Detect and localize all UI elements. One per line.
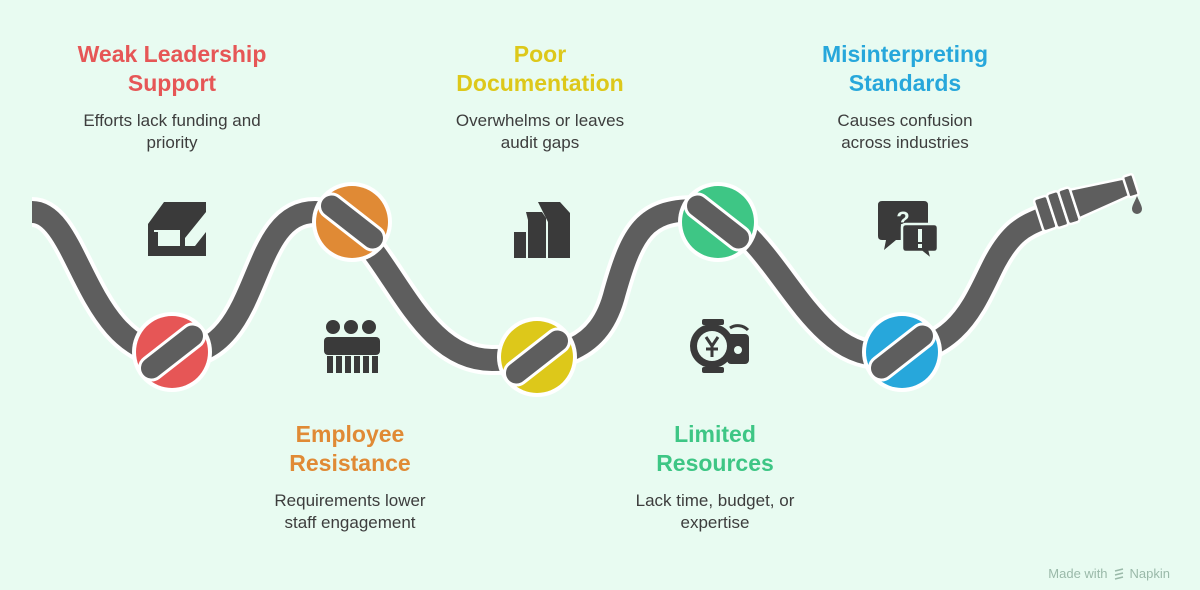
knot-weak-leadership bbox=[132, 312, 212, 392]
item-title: Employee Resistance bbox=[245, 420, 455, 478]
description-line: audit gaps bbox=[500, 133, 580, 152]
hose-nozzle bbox=[1032, 172, 1140, 233]
knot-limited-resources bbox=[678, 182, 758, 262]
people-group-icon bbox=[324, 320, 380, 373]
title-line: Documentation bbox=[456, 70, 624, 96]
description-line: priority bbox=[146, 133, 198, 152]
title-line: Resources bbox=[656, 450, 774, 476]
item-description: Lack time, budget, or expertise bbox=[600, 490, 830, 534]
made-with-napkin-credit[interactable]: Made with Napkin bbox=[1048, 566, 1170, 581]
napkin-brand: Napkin bbox=[1129, 566, 1170, 581]
title-line: Weak Leadership bbox=[77, 41, 267, 67]
description-line: Efforts lack funding and bbox=[83, 111, 261, 130]
water-drop bbox=[1132, 196, 1142, 214]
item-employee-resistance: Employee Resistance Requirements lower s… bbox=[245, 420, 455, 534]
item-description: Causes confusion across industries bbox=[790, 110, 1020, 154]
item-title: Misinterpreting Standards bbox=[790, 40, 1020, 98]
title-line: Employee bbox=[295, 421, 405, 447]
title-line: Misinterpreting bbox=[821, 41, 989, 67]
description-line: Requirements lower bbox=[274, 491, 426, 510]
description-line: across industries bbox=[841, 133, 969, 152]
tray-icon bbox=[148, 202, 206, 256]
question-exclamation-chat-icon: ? bbox=[878, 201, 940, 264]
item-title: Poor Documentation bbox=[420, 40, 660, 98]
item-description: Requirements lower staff engagement bbox=[245, 490, 455, 534]
item-description: Overwhelms or leaves audit gaps bbox=[420, 110, 660, 154]
title-line: Poor bbox=[513, 41, 567, 67]
description-line: Lack time, budget, or bbox=[635, 491, 795, 510]
title-line: Standards bbox=[848, 70, 962, 96]
item-weak-leadership: Weak Leadership Support Efforts lack fun… bbox=[52, 40, 292, 154]
stacked-documents-icon bbox=[514, 202, 570, 258]
title-line: Resistance bbox=[289, 450, 411, 476]
item-title: Limited Resources bbox=[600, 420, 830, 478]
description-line: Causes confusion bbox=[837, 111, 973, 130]
description-line: expertise bbox=[680, 513, 750, 532]
knot-poor-documentation bbox=[497, 317, 577, 397]
item-poor-documentation: Poor Documentation Overwhelms or leaves … bbox=[420, 40, 660, 154]
description-line: Overwhelms or leaves bbox=[455, 111, 625, 130]
title-line: Support bbox=[127, 70, 217, 96]
item-limited-resources: Limited Resources Lack time, budget, or … bbox=[600, 420, 830, 534]
description-line: staff engagement bbox=[284, 513, 416, 532]
knot-employee-resistance bbox=[312, 182, 392, 262]
title-line: Limited bbox=[674, 421, 756, 447]
napkin-logo-icon bbox=[1114, 567, 1123, 580]
item-misinterpreting-standards: Misinterpreting Standards Causes confusi… bbox=[790, 40, 1020, 154]
budget-time-icon bbox=[690, 319, 750, 373]
item-title: Weak Leadership Support bbox=[52, 40, 292, 98]
made-with-label: Made with bbox=[1048, 566, 1108, 581]
knot-misinterpreting-standards bbox=[862, 312, 942, 392]
item-description: Efforts lack funding and priority bbox=[52, 110, 292, 154]
